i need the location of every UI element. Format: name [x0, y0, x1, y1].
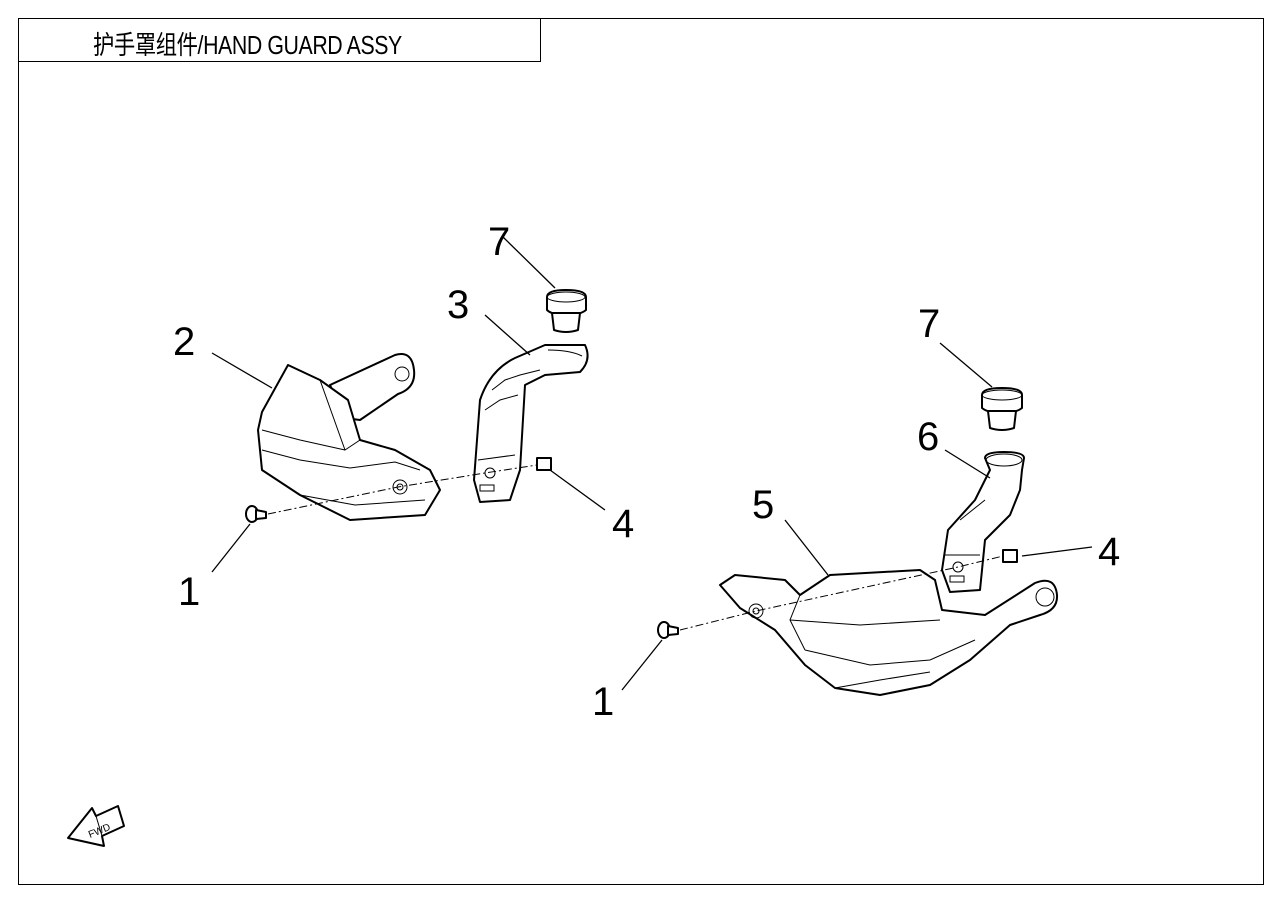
callout-2: 2	[173, 320, 195, 364]
callout-6: 6	[917, 415, 939, 459]
leader-lines	[211, 236, 1093, 691]
right-hand-guard-part	[719, 569, 1059, 696]
callout-7-right: 7	[918, 302, 940, 346]
left-assembly-axis	[267, 464, 538, 515]
callout-4-right: 4	[1098, 530, 1120, 574]
title-box: 护手罩组件/HAND GUARD ASSY	[18, 18, 541, 62]
left-bracket-part	[473, 344, 589, 503]
callout-5: 5	[752, 483, 774, 527]
callout-1-left: 1	[178, 570, 200, 614]
left-clip-nut-part	[536, 457, 552, 471]
callout-3: 3	[447, 283, 469, 327]
callout-4-left: 4	[612, 502, 634, 546]
drawing-frame	[18, 18, 1264, 885]
right-assembly-axis	[679, 555, 1004, 631]
right-screw-part	[657, 621, 679, 639]
right-clip-nut-part	[1002, 549, 1018, 563]
right-bracket-part	[941, 451, 1025, 593]
left-bar-end-cap-part	[546, 289, 587, 333]
left-screw-part	[245, 505, 267, 523]
forward-direction-arrow: FWD	[67, 805, 125, 847]
callout-7-left: 7	[488, 220, 510, 264]
left-hand-guard-part	[257, 353, 441, 521]
right-bar-end-cap-part	[981, 387, 1023, 431]
callout-1-right: 1	[592, 680, 614, 724]
page-title: 护手罩组件/HAND GUARD ASSY	[93, 30, 402, 60]
